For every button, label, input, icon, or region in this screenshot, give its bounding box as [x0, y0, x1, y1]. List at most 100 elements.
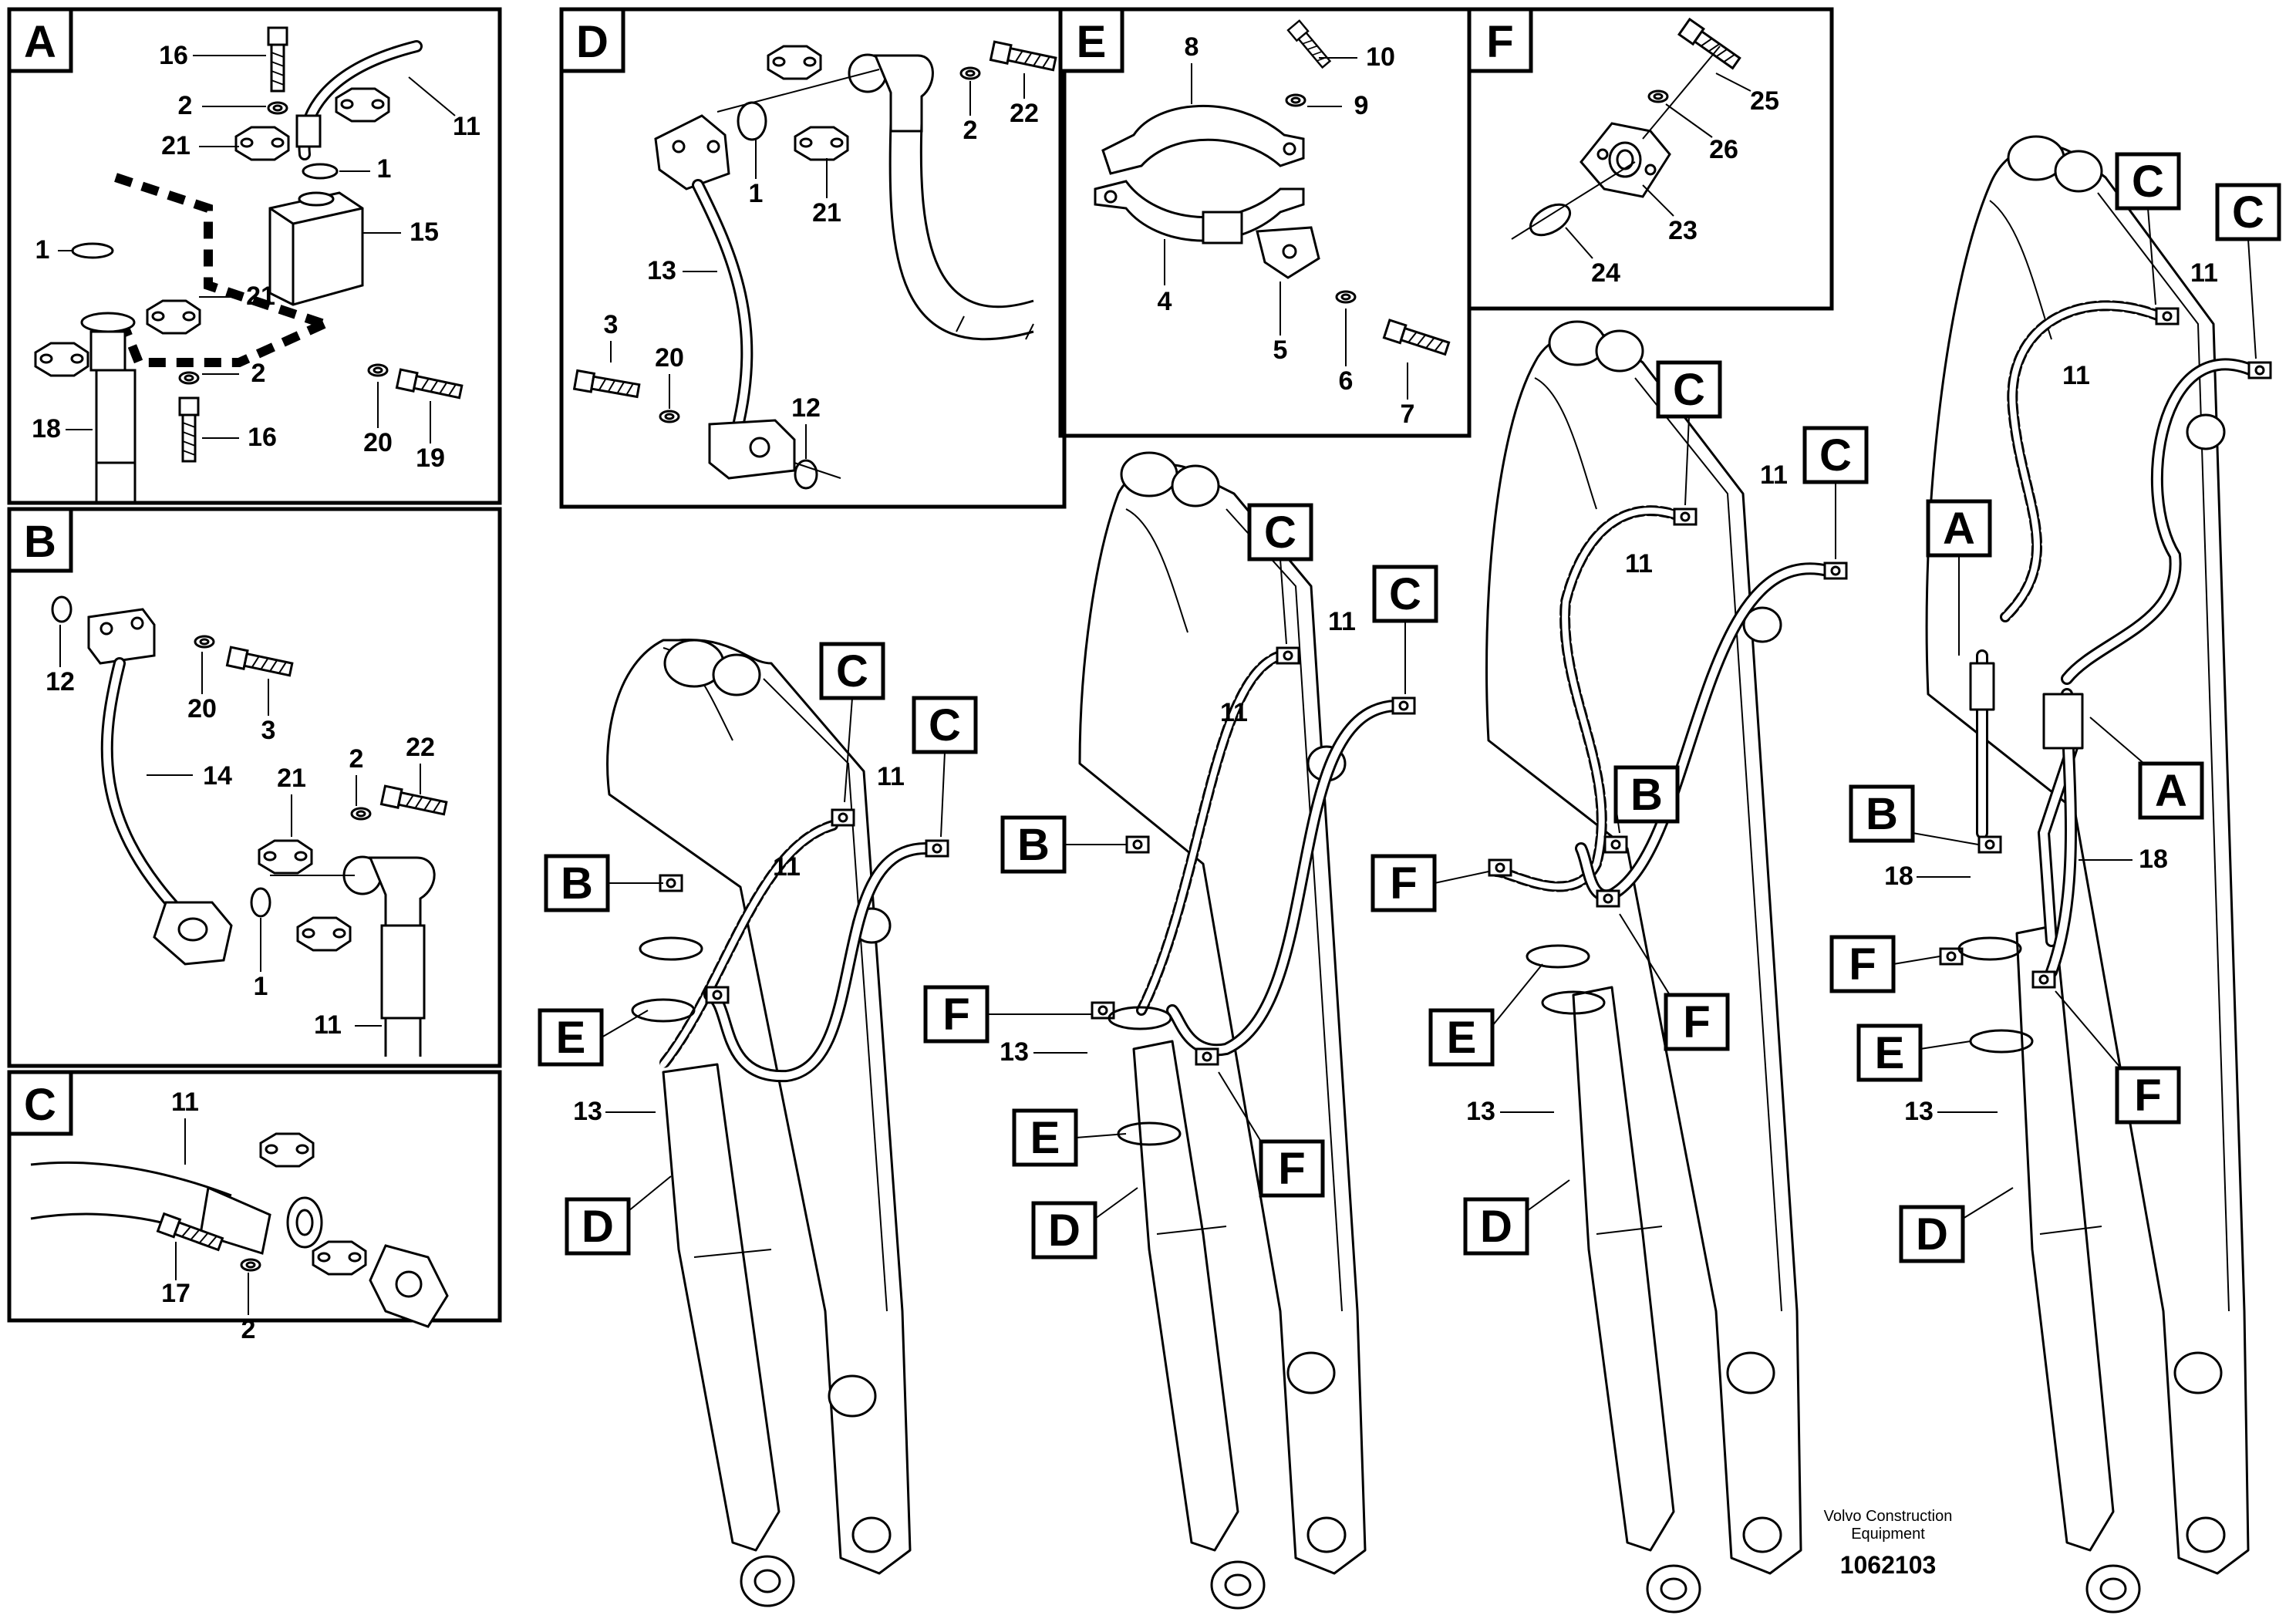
callout-a-18: 18: [32, 414, 61, 443]
callout-d-3: 3: [604, 310, 619, 339]
panel-b-drawing: [51, 595, 449, 1057]
boom-4-tag-f2: F: [2134, 1071, 2161, 1121]
panel-b-tag-box: [7, 507, 73, 573]
callout-d-12: 12: [791, 393, 821, 423]
boom-2-tag-f1: F: [942, 990, 969, 1040]
boom-4-num-18a: 18: [1884, 862, 1913, 891]
callout-a-16-top: 16: [159, 41, 188, 70]
panel-d-tag-box: [559, 7, 625, 73]
boom-3-num-13: 13: [1466, 1097, 1495, 1126]
boom-4-num-11a: 11: [2190, 258, 2218, 288]
panel-e-drawing: [1094, 19, 1451, 359]
boom-1-tags: C C B E D 11 11 13: [538, 642, 978, 1256]
boom-2-tag-d: D: [1048, 1206, 1081, 1256]
panel-d-frame: [559, 7, 1067, 509]
callout-b-2: 2: [349, 744, 364, 774]
footer: Volvo Construction Equipment 1062103: [1824, 1508, 1953, 1579]
panel-a-drawing: [34, 26, 464, 501]
panel-e-tag-box: [1058, 7, 1124, 73]
boom-4-num-18b: 18: [2139, 845, 2168, 874]
boom-4-num-13: 13: [1904, 1097, 1934, 1126]
boom-3-num-11b: 11: [1625, 549, 1653, 578]
boom-2: C C B F E D F 11 11 13: [923, 451, 1438, 1610]
callout-d-13: 13: [647, 256, 676, 285]
boom-3-tag-e-box: [1428, 1008, 1495, 1067]
boom-2-tag-c1-box: [1247, 503, 1313, 561]
panel-f: F 25 26 23 24: [1467, 7, 1834, 311]
boom-1-tag-c2: C: [929, 700, 961, 750]
boom-1-tag-c1-box: [819, 642, 885, 700]
boom-2-tag-e: E: [1030, 1113, 1060, 1163]
boom-2-body: [1078, 451, 1416, 1610]
boom-3-body: [1485, 320, 1848, 1614]
boom-3: C C B F E F D 11 11 13: [1371, 320, 1869, 1614]
panel-c-tag-box: [7, 1070, 73, 1136]
panel-a-tag: A: [24, 17, 56, 67]
boom-1: C C B E D 11 11 13: [538, 639, 978, 1607]
callout-e-10: 10: [1366, 42, 1395, 72]
boom-4-tag-c1: C: [2132, 157, 2164, 207]
callout-b-14: 14: [203, 761, 232, 791]
callout-d-20: 20: [655, 343, 684, 373]
boom-2-tags: C C B F E D F 11 11 13: [923, 503, 1438, 1259]
callout-a-1-left: 1: [35, 235, 50, 265]
panel-e-callouts: 8 10 9 4 5 6 7: [1158, 32, 1415, 429]
panel-d-tag: D: [576, 17, 609, 67]
boom-4-tag-c2-box: [2215, 183, 2281, 241]
boom-2-num-11a: 11: [1328, 607, 1356, 636]
panel-c-drawing: [30, 1132, 449, 1328]
callout-d-1: 1: [749, 179, 764, 208]
callout-d-21: 21: [812, 198, 841, 228]
panel-d-callouts: 22 2 1 21 13 3 20 12: [604, 73, 1039, 459]
boom-3-tag-c1: C: [1673, 365, 1705, 415]
panel-b-frame: [7, 507, 502, 1068]
panel-c-tag: C: [24, 1080, 56, 1130]
callout-c-11: 11: [171, 1088, 199, 1117]
panel-f-callouts: 25 26 23 24: [1565, 73, 1779, 288]
boom-3-tag-d: D: [1480, 1202, 1512, 1252]
boom-2-tag-f2-box: [1259, 1139, 1325, 1198]
boom-3-tags: C C B F E F D 11 11 13: [1371, 360, 1869, 1256]
panel-a: A: [7, 7, 502, 505]
callout-c-2: 2: [241, 1315, 256, 1344]
callout-e-4: 4: [1158, 287, 1172, 316]
callout-b-3: 3: [261, 716, 276, 745]
boom-1-tag-c1: C: [836, 646, 868, 696]
callout-b-1: 1: [254, 972, 268, 1001]
boom-4-tag-c2: C: [2232, 187, 2264, 238]
boom-2-num-11b: 11: [1220, 698, 1248, 727]
callout-a-21-top: 21: [161, 131, 190, 160]
boom-1-tag-d: D: [582, 1202, 614, 1252]
panel-d-drawing: [573, 40, 1058, 490]
boom-2-tag-e-box: [1012, 1108, 1078, 1167]
boom-2-num-13: 13: [1000, 1037, 1029, 1067]
boom-3-tag-e: E: [1447, 1013, 1477, 1063]
boom-2-tag-f2: F: [1278, 1144, 1305, 1194]
boom-3-num-11a: 11: [1760, 460, 1788, 490]
boom-1-tag-e: E: [556, 1013, 586, 1063]
boom-4-num-11b: 11: [2062, 361, 2090, 390]
callout-b-20: 20: [187, 694, 217, 723]
callout-a-21-bottom: 21: [246, 282, 275, 311]
callout-e-6: 6: [1339, 366, 1354, 396]
panel-a-frame: [7, 7, 502, 505]
callout-a-15: 15: [410, 218, 439, 247]
boom-4-tag-b: B: [1866, 789, 1898, 839]
panel-c-frame: [7, 1070, 502, 1323]
callout-f-23: 23: [1668, 216, 1698, 245]
callout-b-22: 22: [406, 733, 435, 762]
boom-2-tag-d-box: [1031, 1201, 1097, 1259]
panel-f-frame: [1467, 7, 1834, 311]
callout-b-12: 12: [46, 667, 75, 696]
panel-b: B 12 20: [7, 507, 502, 1068]
panel-e: E 8 10 9 4 5 6 7: [1058, 7, 1472, 438]
boom-4-tag-e: E: [1875, 1028, 1905, 1078]
boom-3-tag-b: B: [1630, 770, 1663, 820]
callout-d-22: 22: [1010, 99, 1039, 128]
callout-f-25: 25: [1750, 86, 1779, 116]
callout-c-17: 17: [161, 1279, 190, 1308]
boom-1-tag-b: B: [561, 858, 593, 909]
callout-d-2: 2: [963, 116, 978, 145]
panel-c-callouts: 11 17 2: [161, 1088, 255, 1344]
callout-f-26: 26: [1709, 135, 1738, 164]
